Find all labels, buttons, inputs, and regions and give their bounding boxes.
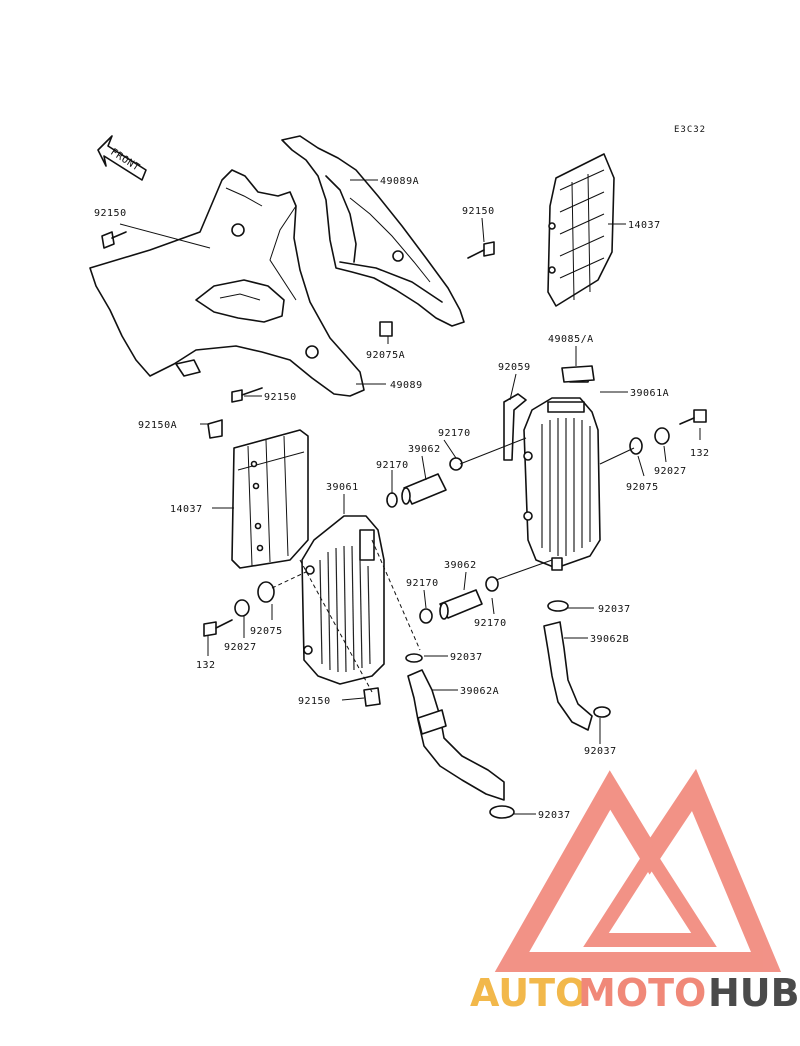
label-92059: 92059 [498, 362, 531, 373]
label-92037: 92037 [538, 810, 571, 821]
hose-39062B [543, 621, 593, 731]
label-92150: 92150 [94, 208, 127, 219]
label-49089A: 49089A [380, 176, 419, 187]
diagram-code: E3C32 [674, 125, 706, 135]
label-92075: 92075 [626, 482, 659, 493]
hose-39062-lower [439, 589, 483, 620]
right-shroud-49089A [281, 135, 465, 327]
label-39062: 39062 [444, 560, 477, 571]
watermark-text-moto: MOTO [578, 971, 706, 1015]
hose-39062-upper [401, 473, 447, 505]
clamp-39062A [417, 709, 447, 735]
label-49085A: 49085/A [548, 334, 594, 345]
label-14037: 14037 [170, 504, 203, 515]
label-39062A: 39062A [460, 686, 499, 697]
label-92170: 92170 [406, 578, 439, 589]
label-39061A: 39061A [630, 388, 669, 399]
label-92037: 92037 [584, 746, 617, 757]
label-92027: 92027 [654, 466, 687, 477]
watermark-logo [494, 768, 782, 972]
label-39061: 39061 [326, 482, 359, 493]
label-92150A: 92150A [138, 420, 177, 431]
label-132: 132 [690, 448, 710, 459]
label-92150: 92150 [264, 392, 297, 403]
radiator-guard-14037-left [231, 429, 309, 569]
label-92037: 92037 [598, 604, 631, 615]
label-39062: 39062 [408, 444, 441, 455]
label-92170: 92170 [376, 460, 409, 471]
label-92027: 92027 [224, 642, 257, 653]
label-92075A: 92075A [366, 350, 405, 361]
label-39062B: 39062B [590, 634, 629, 645]
cap-49085A [561, 365, 595, 383]
label-92075: 92075 [250, 626, 283, 637]
label-92150: 92150 [462, 206, 495, 217]
radiator-39061 [301, 515, 385, 685]
radiator-39061A [523, 371, 601, 571]
leader-lines [119, 179, 701, 815]
label-92150: 92150 [298, 696, 331, 707]
watermark-text-auto: AUTO [470, 971, 587, 1015]
watermark-text: AUTO MOTO HUB [470, 971, 800, 1015]
bolt-icon [101, 231, 707, 707]
label-132: 132 [196, 660, 216, 671]
label-14037: 14037 [628, 220, 661, 231]
watermark-text-hub: HUB [708, 971, 800, 1015]
label-92037: 92037 [450, 652, 483, 663]
hose-92059 [503, 393, 527, 461]
label-92170: 92170 [438, 428, 471, 439]
front-arrow-icon: FRONT [97, 135, 147, 181]
label-92170: 92170 [474, 618, 507, 629]
radiator-guard-14037-right [547, 153, 615, 307]
left-shroud-49089 [89, 169, 365, 397]
label-49089: 49089 [390, 380, 423, 391]
